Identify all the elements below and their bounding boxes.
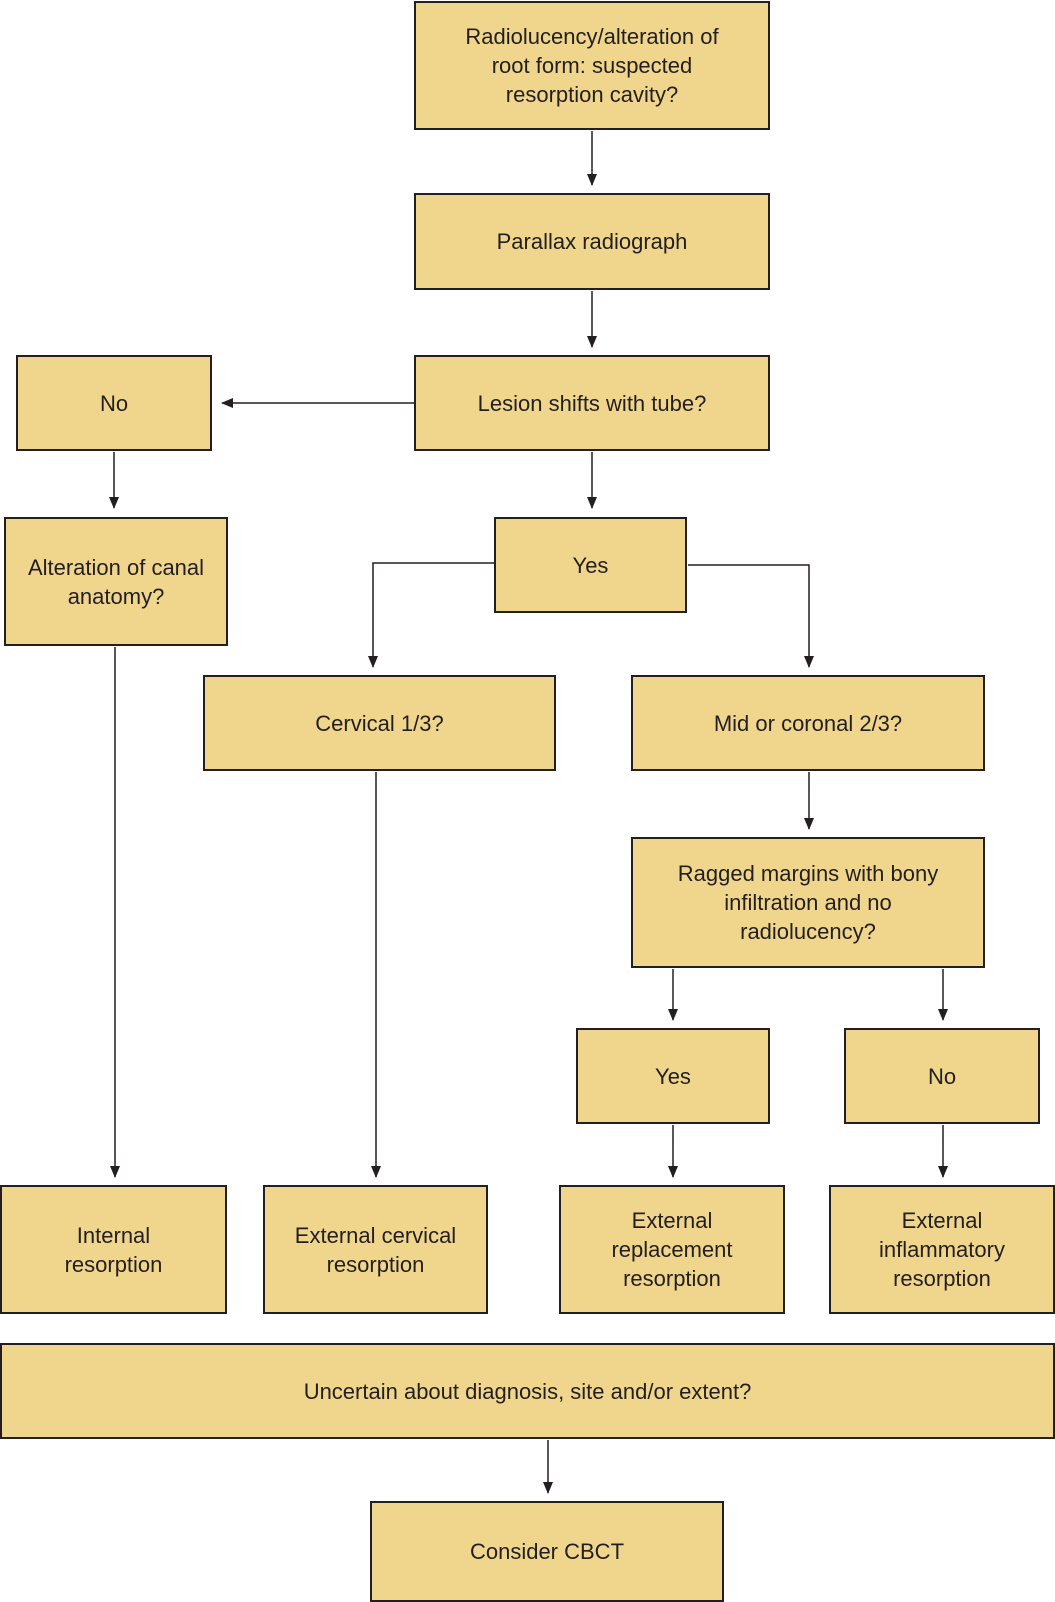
- node-internal-resorption-label: Internal resorption: [64, 1222, 163, 1277]
- node-suspected-resorption-label: Radiolucency/alteration of root form: su…: [465, 24, 719, 107]
- node-external-replacement-resorption: External replacement resorption: [559, 1185, 785, 1314]
- node-parallax-radiograph: Parallax radiograph: [414, 193, 770, 290]
- node-external-cervical-resorption: External cervical resorption: [263, 1185, 488, 1314]
- node-consider-cbct-label: Consider CBCT: [469, 1539, 625, 1564]
- node-yes-ragged-label: Yes: [655, 1063, 691, 1089]
- node-lesion-shifts-label: Lesion shifts with tube?: [477, 390, 707, 416]
- arrow-yes-to-cervical: [368, 562, 494, 668]
- node-external-replacement-resorption-label: External replacement resorption: [611, 1208, 733, 1291]
- node-no-ragged-label: No: [927, 1063, 957, 1089]
- node-ragged-margins-label: Ragged margins with bony infiltration an…: [677, 861, 939, 944]
- node-no-shift: No: [16, 355, 212, 451]
- node-consider-cbct: Consider CBCT: [370, 1501, 724, 1602]
- node-canal-alteration: Alteration of canal anatomy?: [4, 517, 228, 646]
- node-yes-shift: Yes: [494, 517, 687, 613]
- node-internal-resorption: Internal resorption: [0, 1185, 227, 1314]
- node-yes-ragged: Yes: [576, 1028, 770, 1124]
- node-cervical-third-label: Cervical 1/3?: [315, 710, 444, 736]
- node-no-ragged: No: [844, 1028, 1040, 1124]
- node-mid-coronal-label: Mid or coronal 2/3?: [713, 710, 903, 736]
- node-external-inflammatory-resorption-label: External inflammatory resorption: [879, 1208, 1005, 1291]
- node-lesion-shifts: Lesion shifts with tube?: [414, 355, 770, 451]
- node-uncertain-diagnosis-label: Uncertain about diagnosis, site and/or e…: [303, 1378, 752, 1404]
- node-no-shift-label: No: [99, 390, 129, 416]
- node-cervical-third: Cervical 1/3?: [203, 675, 556, 771]
- node-suspected-resorption: Radiolucency/alteration of root form: su…: [414, 1, 770, 130]
- node-canal-alteration-label: Alteration of canal anatomy?: [27, 554, 205, 609]
- node-yes-shift-label: Yes: [572, 552, 609, 578]
- arrow-yes-to-mid-coronal: [688, 564, 814, 668]
- node-parallax-radiograph-label: Parallax radiograph: [496, 229, 688, 254]
- node-external-cervical-resorption-label: External cervical resorption: [294, 1222, 457, 1277]
- node-mid-coronal: Mid or coronal 2/3?: [631, 675, 985, 771]
- node-ragged-margins: Ragged margins with bony infiltration an…: [631, 837, 985, 968]
- node-external-inflammatory-resorption: External inflammatory resorption: [829, 1185, 1055, 1314]
- node-uncertain-diagnosis: Uncertain about diagnosis, site and/or e…: [0, 1343, 1055, 1439]
